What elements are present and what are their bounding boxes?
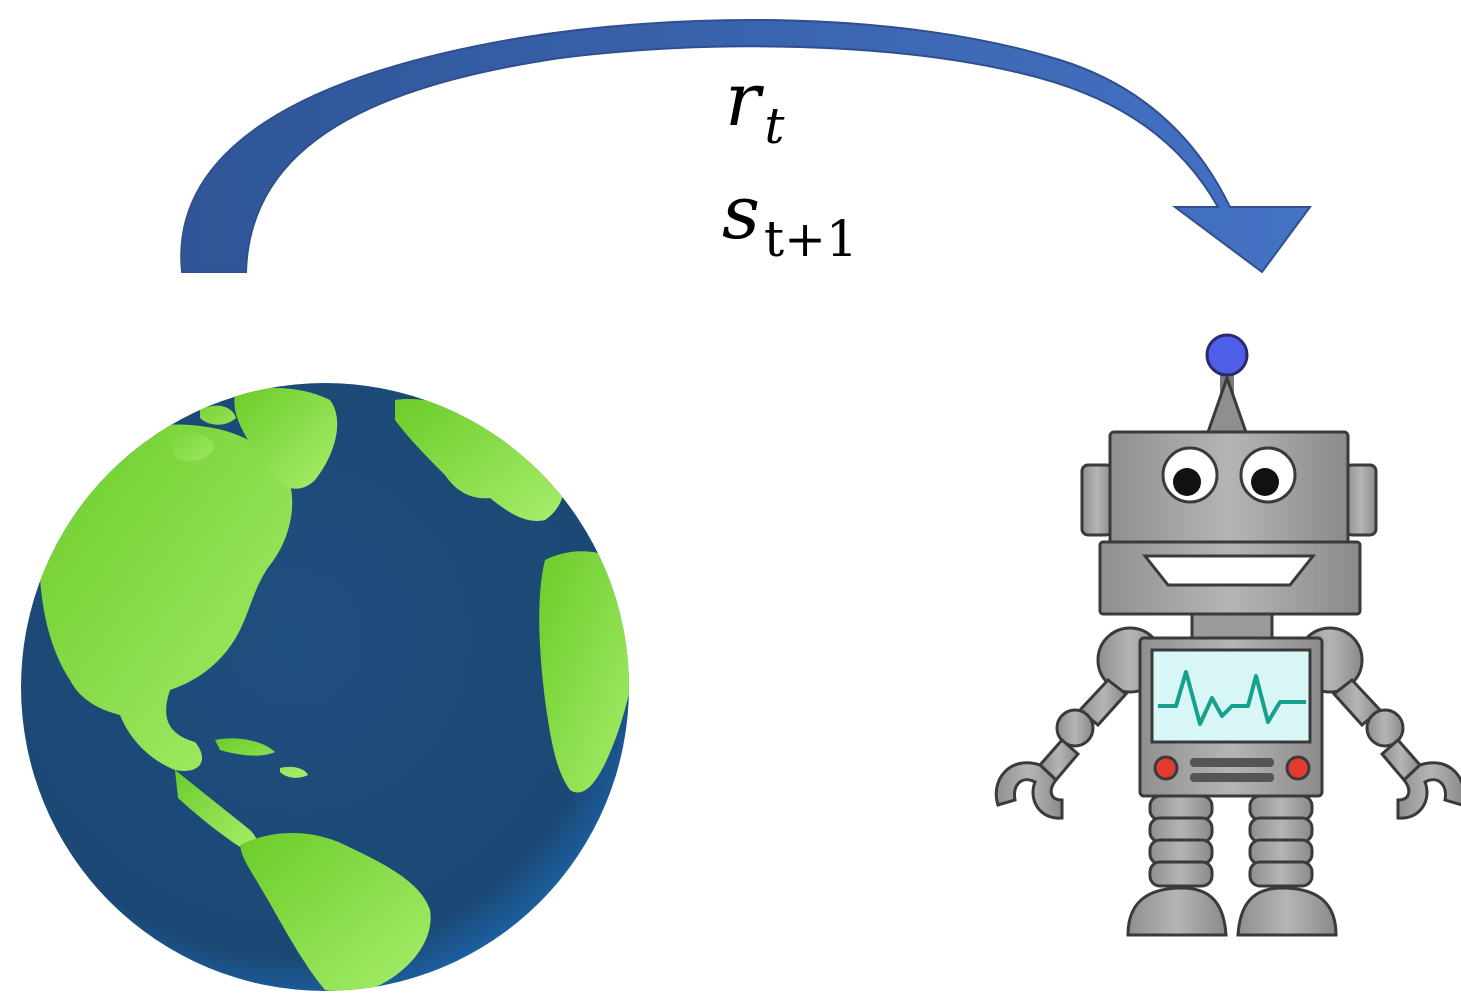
next-state-label: st+1 — [722, 170, 858, 268]
reward-sub: t — [764, 97, 785, 155]
robot-screen — [1152, 650, 1310, 742]
robot-grille-top — [1190, 758, 1274, 767]
reward-var: r — [725, 57, 765, 143]
robot-mouth — [1145, 556, 1313, 585]
robot-left-leg — [1128, 796, 1226, 935]
robot-right-arm — [1334, 680, 1461, 818]
robot-head — [1110, 432, 1348, 544]
robot-icon — [996, 335, 1461, 935]
robot-left-arm — [996, 680, 1126, 818]
robot-right-light — [1287, 757, 1309, 779]
reward-label: rt — [725, 57, 785, 155]
next-state-sub: t+1 — [764, 210, 858, 268]
robot-neck — [1192, 614, 1272, 638]
robot-grille-bottom — [1190, 773, 1274, 782]
earth-globe-icon — [21, 383, 640, 992]
next-state-var: s — [722, 170, 760, 256]
robot-left-ear — [1082, 465, 1112, 535]
robot-right-ear — [1346, 465, 1376, 535]
robot-antenna-base — [1207, 378, 1247, 435]
robot-right-leg — [1238, 796, 1336, 935]
robot-antenna-ball — [1207, 335, 1247, 375]
robot-left-pupil — [1173, 468, 1201, 496]
robot-left-light — [1155, 757, 1177, 779]
robot-right-pupil — [1251, 468, 1279, 496]
